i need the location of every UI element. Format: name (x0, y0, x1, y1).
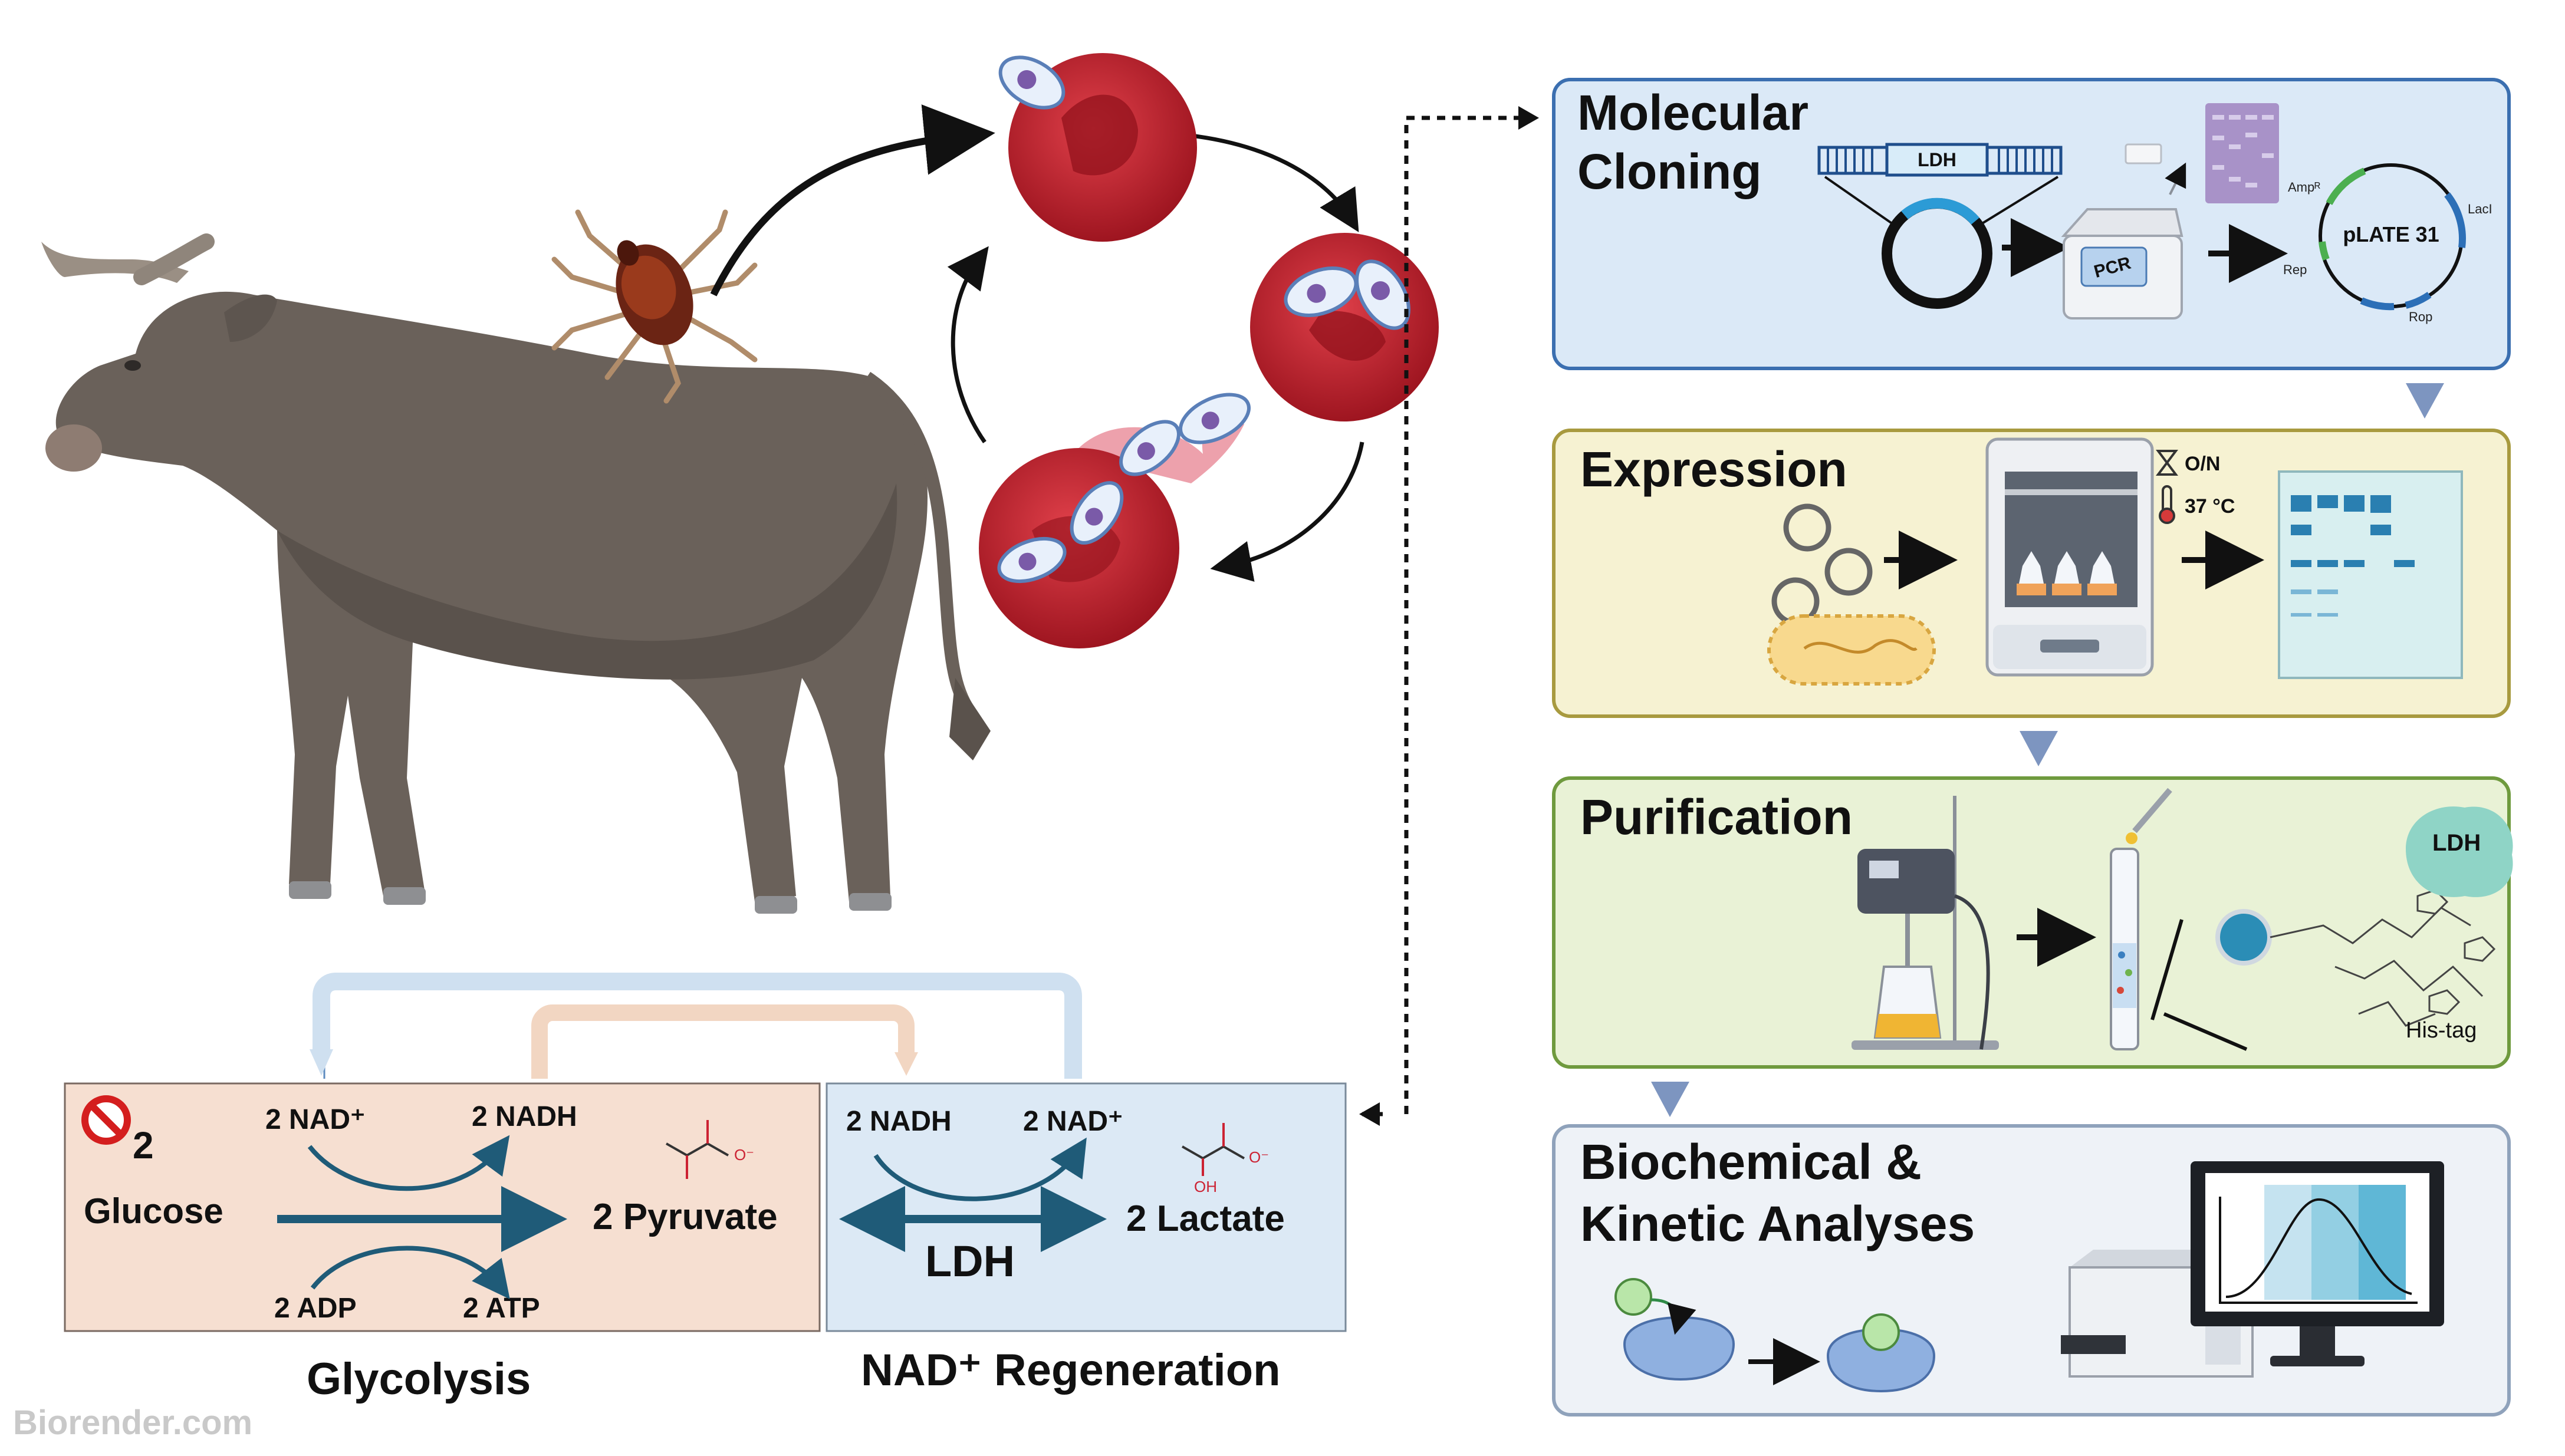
nad-regeneration-caption: NAD⁺ Regeneration (861, 1345, 1281, 1395)
o2-subscript: 2 (133, 1124, 154, 1167)
enzyme-substrate-icon (1614, 1278, 1936, 1393)
tick-icon (551, 209, 758, 404)
glycolysis-adp-in: 2 ADP (274, 1293, 357, 1324)
cloning-title-line1: Molecular (1577, 85, 1808, 140)
lactate-label: 2 Lactate (1126, 1198, 1285, 1239)
plasmid-map: pLATE 31 Ampᴿ LacI Rep Rop (2283, 163, 2492, 324)
cloning-title-line2: Cloning (1577, 144, 1762, 199)
analysis-title-line1: Biochemical & (1580, 1134, 1922, 1190)
parasite-icon (997, 536, 1067, 584)
dna-insert: LDH (1817, 143, 2063, 225)
bead-icon (2215, 909, 2272, 966)
flow-arrow-1 (2406, 383, 2444, 419)
lactate-oh: OH (1194, 1178, 1217, 1195)
no-oxygen-icon (81, 1095, 131, 1145)
parasite-icon (1179, 393, 1251, 444)
his-tag-structure (2270, 889, 2496, 1027)
purification-panel (1552, 776, 2511, 1069)
regen-nadh-in: 2 NADH (846, 1106, 952, 1137)
bacterium-icon (1767, 614, 1936, 686)
analysis-title-line2: Kinetic Analyses (1580, 1196, 1975, 1251)
plasmid-feature-laci: LacI (2468, 202, 2492, 216)
ldh-enzyme-label: LDH (925, 1237, 1015, 1286)
glycolysis-nadh-out: 2 NADH (472, 1101, 577, 1132)
hourglass-icon (2156, 450, 2178, 476)
plasmid-icon (1882, 197, 1992, 309)
tubes-icon (2125, 143, 2162, 164)
pyruvate-charge: O⁻ (734, 1146, 754, 1164)
lactate-structure (1182, 1123, 1245, 1176)
plasmid-feature-rep: Rep (2283, 262, 2307, 277)
glycolysis-caption: Glycolysis (307, 1354, 531, 1404)
parasite-icon (1119, 420, 1180, 476)
cow-icon (41, 233, 991, 914)
thermometer-icon (2159, 485, 2175, 524)
regen-nad-out: 2 NAD⁺ (1023, 1106, 1123, 1137)
flow-arrow-3 (1651, 1082, 1689, 1117)
sonicator-icon (1852, 796, 1999, 1050)
red-blood-cell-icon (1250, 233, 1439, 421)
protein-label: LDH (2432, 830, 2481, 856)
plasmid-feature-rop: Rop (2409, 309, 2432, 324)
pyruvate-structure (666, 1120, 729, 1179)
plasmid-name: pLATE 31 (2343, 222, 2439, 246)
glycolysis-atp-out: 2 ATP (463, 1293, 540, 1324)
lactate-charge: O⁻ (1249, 1148, 1269, 1166)
glycolysis-box (64, 1082, 821, 1332)
his-tag-label: His-tag (2406, 1018, 2477, 1043)
red-blood-cell-icon (979, 412, 1244, 648)
temperature-label: 37 °C (2185, 495, 2235, 518)
plasmid-feature-amp: Ampᴿ (2288, 180, 2320, 195)
cofactor-loop-blue (323, 983, 1074, 1079)
plasmid-mini-icons (1771, 503, 1873, 625)
expression-title: Expression (1580, 442, 1847, 497)
watermark: Biorender.com (13, 1404, 253, 1442)
pcr-machine-icon: PCR (2061, 208, 2183, 319)
parasite-icon (1355, 259, 1410, 330)
glucose-label: Glucose (84, 1191, 223, 1231)
time-label: O/N (2185, 453, 2220, 475)
pyruvate-label: 2 Pyruvate (593, 1197, 778, 1237)
insert-label: LDH (1918, 149, 1956, 170)
gel-icon (2205, 103, 2279, 203)
column-icon (2110, 788, 2172, 1050)
flow-arrow-2 (2020, 731, 2058, 766)
purification-title: Purification (1580, 789, 1853, 845)
monitor-icon (2191, 1161, 2444, 1366)
incubator-icon (1985, 437, 2154, 677)
parasite-icon (1070, 481, 1124, 545)
enzyme-icon (2406, 806, 2513, 897)
glycolysis-nad-in: 2 NAD⁺ (265, 1104, 365, 1135)
parasite-icon (998, 55, 1066, 110)
sds-gel-icon (2278, 470, 2463, 679)
